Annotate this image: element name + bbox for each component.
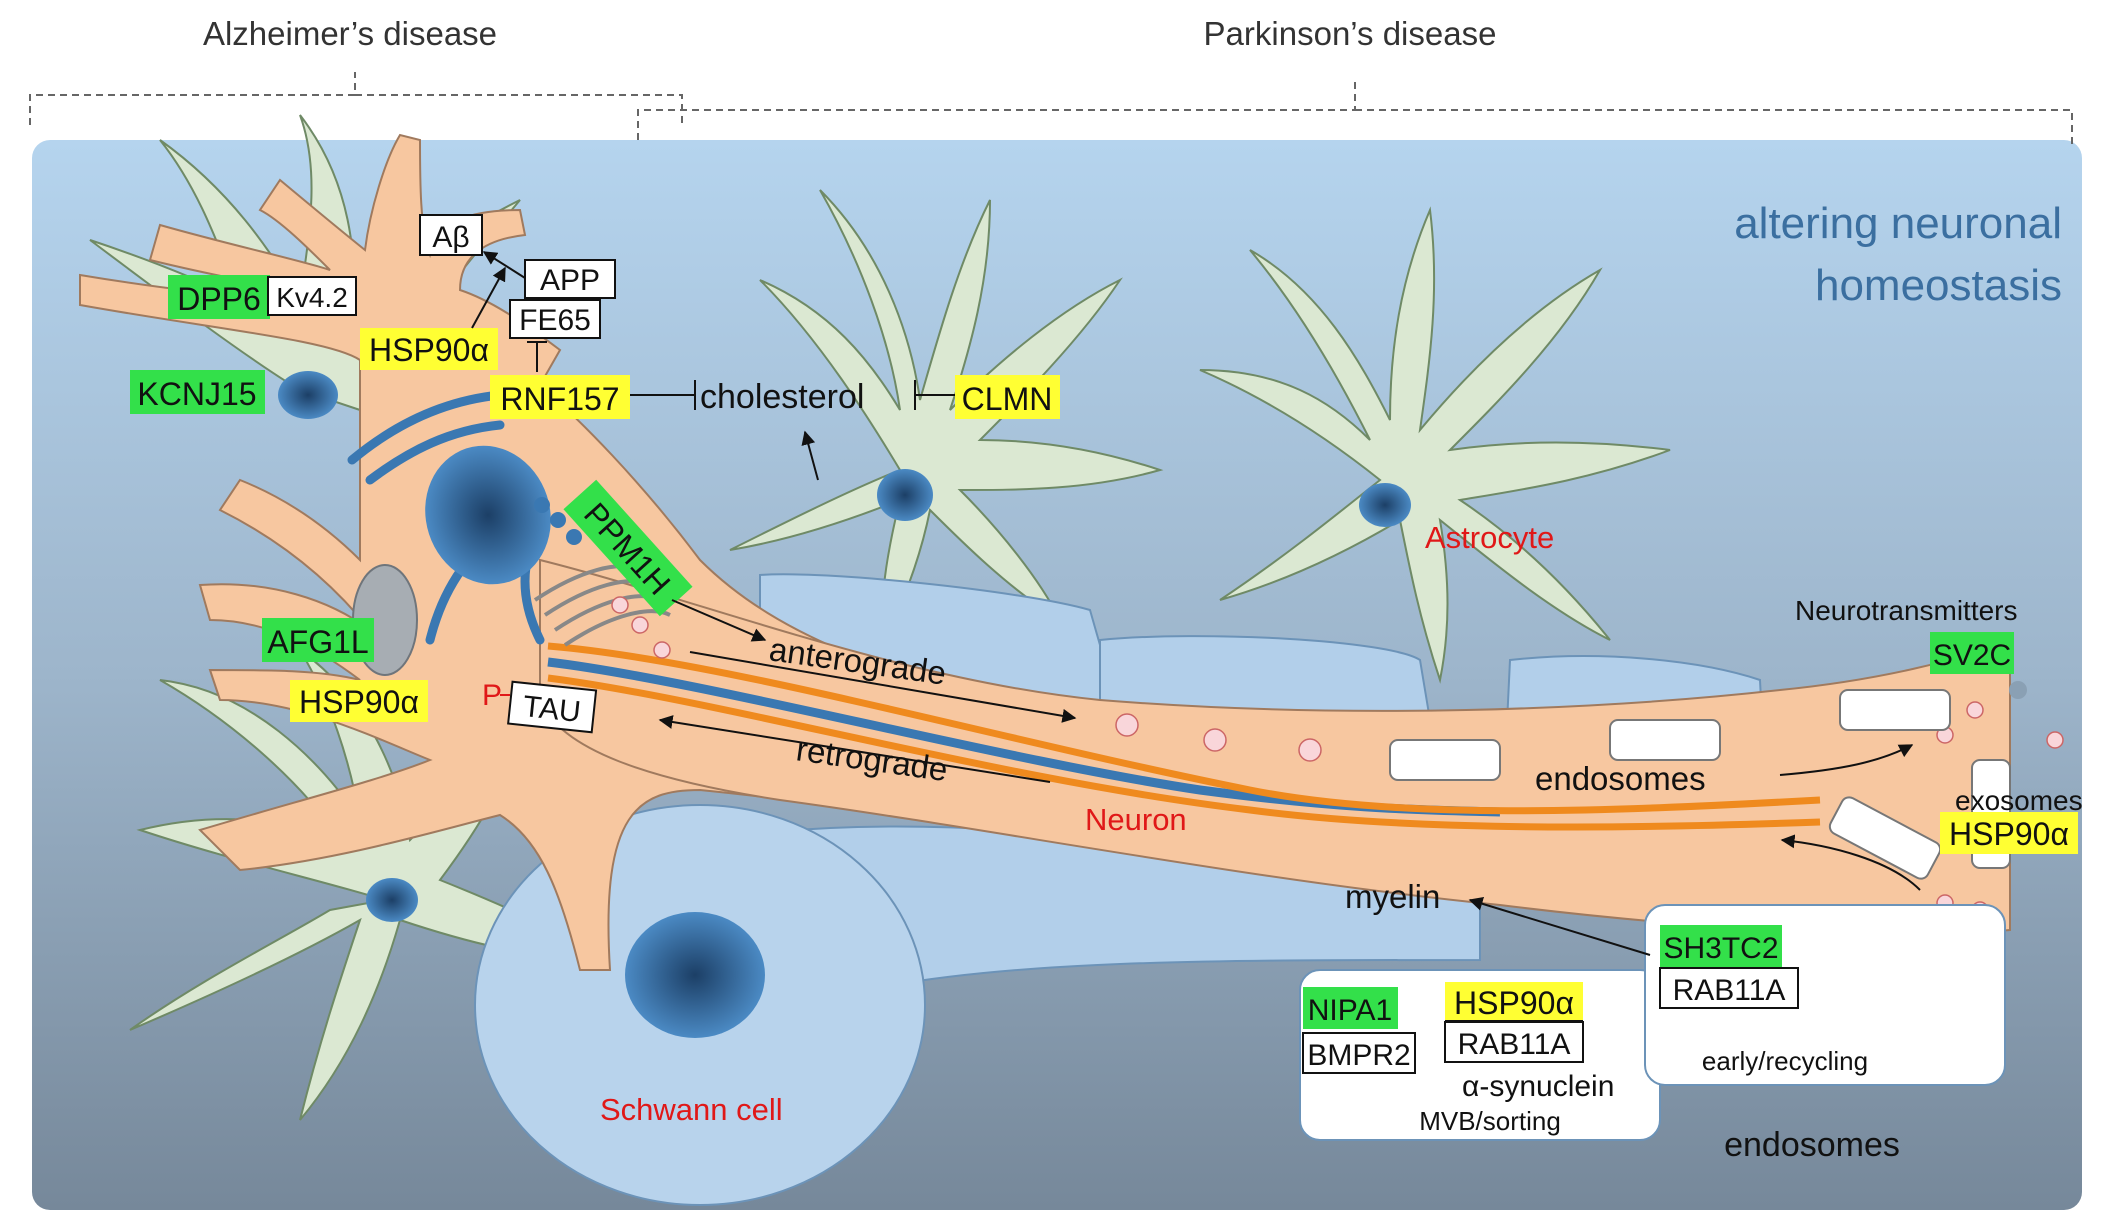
schwann-cell-label: Schwann cell — [600, 1092, 783, 1127]
sh3tc2-label: SH3TC2 — [1663, 932, 1778, 965]
afg1l-label: AFG1L — [267, 624, 368, 660]
microtubules — [547, 642, 1821, 831]
neuron-label: Neuron — [1085, 802, 1187, 837]
retrograde-arrow — [658, 715, 1051, 783]
bmpr2-box — [1302, 1032, 1416, 1074]
endosome-containers — [1389, 689, 2011, 880]
nipa1-tag — [1303, 987, 1398, 1029]
hsp90-tag-4 — [1445, 982, 1583, 1022]
endosome-arrow-back — [1780, 834, 1921, 891]
hsp90-label-4: HSP90α — [1454, 985, 1574, 1021]
rnf157-tag — [490, 375, 630, 419]
abeta-label: Aβ — [432, 221, 469, 254]
sv2c-label: SV2C — [1933, 639, 2011, 672]
parkinsons-bracket — [637, 82, 2073, 145]
hsp90-tag-3 — [1940, 812, 2078, 854]
relation-arrows — [471, 251, 955, 481]
rab11a-label-2: RAB11A — [1458, 1028, 1571, 1061]
clmn-label: CLMN — [962, 381, 1053, 417]
dpp6-tag — [168, 275, 270, 319]
early-recycling-label: early/recycling — [1702, 1046, 1868, 1076]
hsp90-tag-2 — [290, 680, 428, 722]
alzheimers-header: Alzheimer’s disease — [203, 15, 497, 52]
astrocyte-nucleus-4 — [366, 878, 418, 922]
astrocyte-nucleus-2 — [877, 469, 933, 521]
transport-vesicles — [611, 596, 2064, 919]
alzheimers-bracket — [29, 72, 683, 125]
rab11a-box-1 — [1659, 967, 1799, 1009]
dpp6-label: DPP6 — [177, 281, 261, 317]
kv42-box — [267, 276, 357, 316]
kcnj15-label: KCNJ15 — [137, 376, 256, 412]
hsp90-tag-1 — [360, 328, 498, 370]
hsp90-label-1: HSP90α — [369, 332, 489, 368]
fe65-box — [509, 299, 601, 339]
phospho-label: P — [482, 679, 502, 712]
anterograde-arrow — [689, 651, 1077, 723]
parkinsons-header: Parkinson’s disease — [1204, 15, 1497, 52]
astrocyte-label: Astrocyte — [1425, 520, 1554, 555]
alpha-synuclein-label: α-synuclein — [1462, 1070, 1614, 1103]
vesicle-dots — [534, 497, 582, 545]
myelin-arrow — [1468, 896, 1651, 956]
hsp90-label-2: HSP90α — [299, 684, 419, 720]
neurotransmitters-label: Neurotransmitters — [1795, 595, 2018, 626]
endosome-arrow-up — [1779, 744, 1914, 776]
mvb-sorting-label: MVB/sorting — [1419, 1106, 1561, 1136]
release-site — [2009, 681, 2027, 699]
abeta-box — [419, 214, 483, 256]
neuron-nucleus — [425, 445, 551, 585]
fe65-label: FE65 — [519, 304, 591, 337]
rnf157-label: RNF157 — [500, 381, 619, 417]
sv2c-tag — [1930, 632, 2014, 674]
rab11a-box-2 — [1444, 1021, 1584, 1063]
clmn-tag — [955, 375, 1060, 419]
kv42-label: Kv4.2 — [276, 282, 348, 313]
title-line-2: homeostasis — [1815, 261, 2062, 310]
endosomes-axon-label: endosomes — [1535, 760, 1706, 797]
nipa1-label: NIPA1 — [1308, 994, 1392, 1027]
app-box — [524, 259, 616, 299]
tau-label: TAU — [521, 690, 582, 729]
astrocyte-nucleus-3 — [1359, 483, 1411, 527]
app-label: APP — [540, 264, 600, 297]
astrocyte-nucleus-1 — [278, 371, 338, 419]
sh3tc2-tag — [1660, 925, 1782, 967]
bmpr2-label: BMPR2 — [1307, 1039, 1410, 1072]
kcnj15-tag — [130, 370, 265, 414]
endosomes-bottom-label: endosomes — [1724, 1126, 1900, 1164]
tau-box-group: TAU — [507, 680, 598, 734]
ppm1h-arrow — [671, 599, 767, 642]
astrocyte-right — [1199, 206, 1671, 684]
afg1l-tag — [262, 618, 374, 662]
hsp90-label-3: HSP90α — [1949, 816, 2069, 852]
cholesterol-label: cholesterol — [700, 378, 864, 416]
title-line-1: altering neuronal — [1734, 199, 2062, 248]
myelin-label: myelin — [1345, 878, 1440, 915]
rab11a-label-1: RAB11A — [1673, 974, 1786, 1007]
exosomes-label: exosomes — [1955, 785, 2083, 816]
